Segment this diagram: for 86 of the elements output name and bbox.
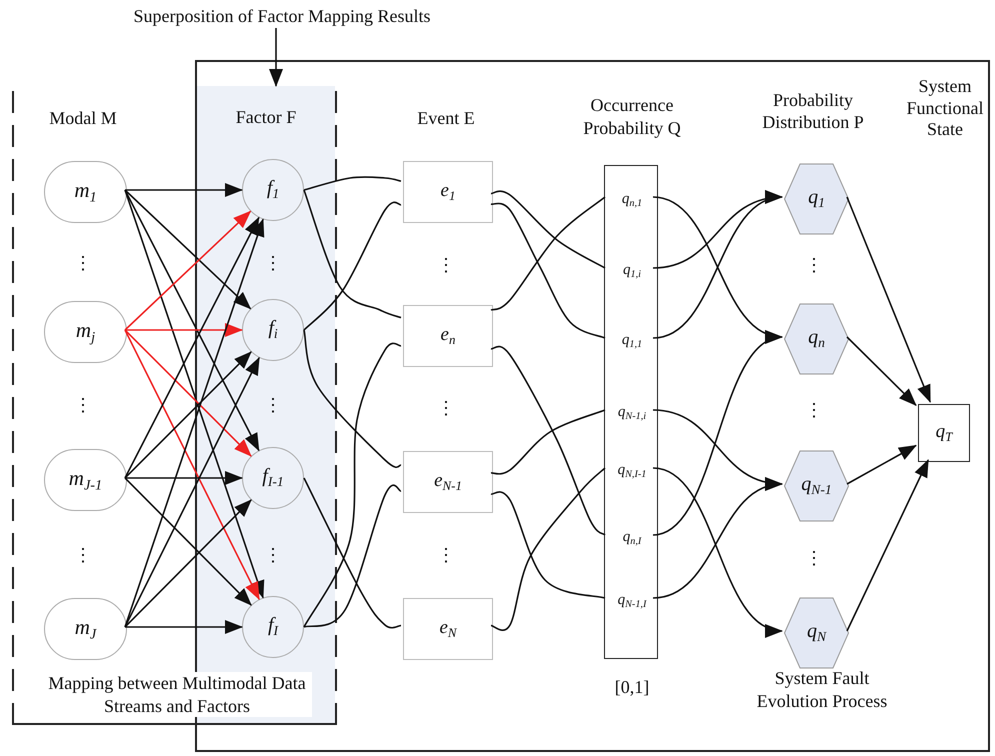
ellipsis-mark: ⋮ bbox=[436, 255, 456, 277]
column-header: Event E bbox=[416, 108, 476, 130]
node-symbol: q$_{n,1}$ bbox=[622, 190, 642, 210]
node-symbol: e$_{N-1}$ bbox=[434, 469, 462, 494]
modal-node bbox=[44, 161, 127, 223]
node-symbol: q$_{1,i}$ bbox=[623, 260, 641, 282]
node-symbol: m$_{j}$ bbox=[76, 316, 96, 348]
arrow bbox=[125, 323, 243, 337]
distribution-hexagon bbox=[784, 597, 849, 669]
node-text: Superposition of Factor Mapping Results bbox=[134, 4, 430, 28]
connector-curve bbox=[490, 196, 606, 311]
arrow bbox=[124, 356, 260, 628]
factor-circle bbox=[242, 447, 304, 509]
ellipsis-mark: ⋮ bbox=[73, 545, 93, 567]
arrow bbox=[846, 196, 931, 403]
event-box bbox=[403, 305, 493, 367]
node-symbol: f$_{I-1}$ bbox=[262, 464, 284, 492]
state-box bbox=[918, 404, 970, 462]
node-symbol: q$_{n}$ bbox=[808, 325, 825, 353]
ellipsis-mark: ⋮ bbox=[436, 545, 456, 567]
node-symbol: q$_{N}$ bbox=[806, 619, 826, 647]
arrow bbox=[124, 216, 260, 478]
column-header: System Functional State bbox=[906, 76, 984, 141]
event-box bbox=[403, 161, 493, 223]
arrow bbox=[124, 329, 252, 457]
arrow bbox=[125, 620, 243, 634]
ellipsis-mark: ⋮ bbox=[804, 400, 824, 422]
connector-curve bbox=[303, 330, 402, 468]
node-symbol: e$_{n}$ bbox=[440, 323, 456, 348]
distribution-hexagon bbox=[784, 450, 849, 522]
connector-curve bbox=[304, 176, 402, 191]
node-symbol: q$_{1}$ bbox=[808, 185, 825, 213]
node-symbol: f$_{i}$ bbox=[268, 316, 278, 344]
ellipsis-mark: ⋮ bbox=[804, 255, 824, 277]
node-text: System Fault Evolution Process bbox=[756, 667, 888, 712]
arrow bbox=[846, 336, 917, 406]
ellipsis-mark: ⋮ bbox=[73, 395, 93, 417]
arrow bbox=[125, 471, 243, 485]
column-header: Modal M bbox=[48, 108, 118, 130]
node-symbol: q$_{N-1}$ bbox=[801, 472, 832, 500]
arrow bbox=[124, 190, 260, 452]
event-box bbox=[403, 598, 493, 660]
node-text: Occurrence Probability Q bbox=[582, 94, 682, 139]
node-text: Factor F bbox=[234, 106, 298, 128]
node-symbol: q$_{N-1,I}$ bbox=[618, 590, 646, 612]
node-symbol: f$_{I}$ bbox=[268, 613, 278, 641]
arrow bbox=[124, 189, 252, 310]
ellipsis-mark: ⋮ bbox=[804, 548, 824, 570]
connector-curve bbox=[303, 190, 402, 318]
range-text: [0,1] bbox=[614, 676, 650, 698]
node-symbol: e$_{1}$ bbox=[440, 179, 456, 204]
arrow bbox=[124, 477, 252, 606]
node-symbol: q$_{T}$ bbox=[936, 420, 952, 446]
connector-curve bbox=[490, 190, 606, 269]
arrow bbox=[269, 28, 283, 87]
arrow bbox=[124, 210, 252, 331]
arrow bbox=[846, 444, 917, 485]
modal-node bbox=[44, 598, 127, 660]
distribution-hexagon bbox=[784, 163, 849, 235]
connector-curve bbox=[490, 202, 606, 339]
connector-curve bbox=[490, 409, 606, 475]
column-header: Probability Distribution P bbox=[761, 90, 865, 134]
arrow bbox=[124, 499, 252, 628]
ellipsis-mark: ⋮ bbox=[263, 253, 283, 275]
ellipsis-mark: ⋮ bbox=[263, 395, 283, 417]
arrow bbox=[846, 459, 929, 632]
factor-circle bbox=[242, 299, 304, 361]
ellipsis-mark: ⋮ bbox=[436, 398, 456, 420]
node-symbol: q$_{N-1,i}$ bbox=[618, 402, 646, 424]
node-symbol: m$_{J}$ bbox=[74, 614, 96, 644]
connector-curve bbox=[490, 491, 606, 599]
ellipsis-mark: ⋮ bbox=[263, 545, 283, 567]
node-symbol: f$_{1}$ bbox=[266, 176, 280, 204]
node-symbol: m$_{J-1}$ bbox=[68, 464, 102, 496]
connector-curve bbox=[490, 467, 606, 631]
node-symbol: q$_{1,1}$ bbox=[622, 330, 642, 352]
event-box bbox=[403, 451, 493, 513]
arrow bbox=[124, 351, 252, 479]
node-symbol: q$_{N,I-1}$ bbox=[618, 460, 646, 482]
arrow bbox=[124, 330, 260, 600]
node-symbol: m$_{1}$ bbox=[74, 176, 97, 208]
distribution-hexagon bbox=[784, 303, 849, 375]
node-symbol: q$_{n,I}$ bbox=[622, 528, 642, 548]
arrow bbox=[125, 183, 243, 197]
node-symbol: e$_{N}$ bbox=[439, 616, 457, 642]
ellipsis-mark: ⋮ bbox=[73, 253, 93, 275]
